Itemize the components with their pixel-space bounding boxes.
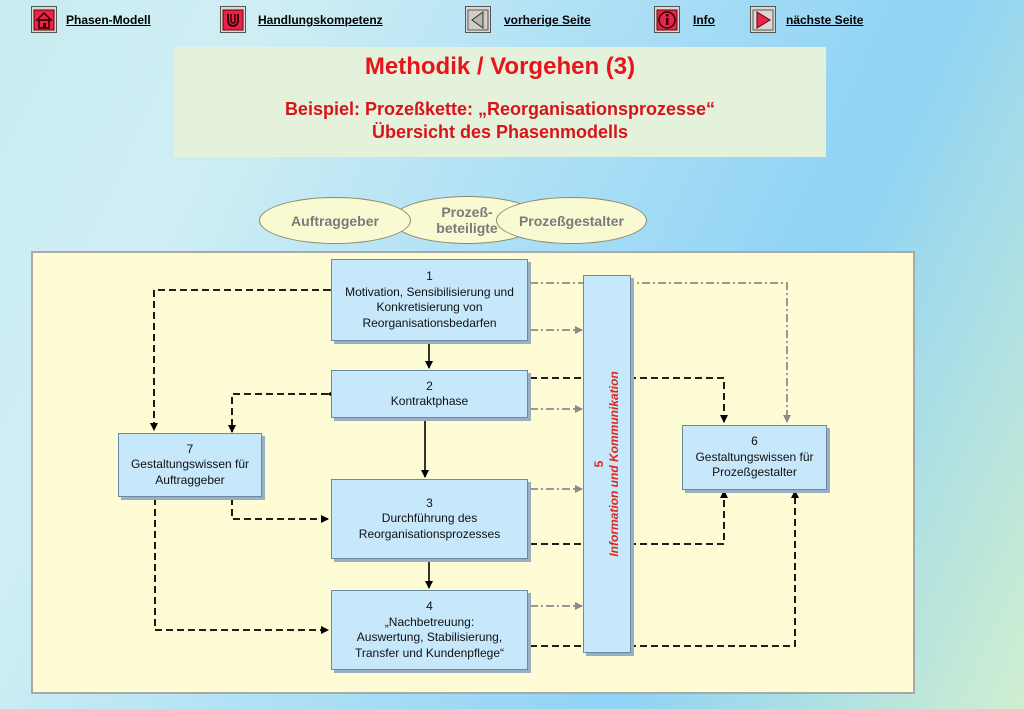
previous-arrow-icon[interactable] [465,6,491,33]
info-link[interactable]: Info [693,13,715,27]
page-title: Methodik / Vorgehen (3) [364,53,636,80]
phase-5-title: Information und Kommunikation [607,371,621,557]
phase-box-3: 3 Durchführung des Reorganisationsprozes… [331,479,528,559]
role-prozessbeteiligte-line1: Prozeß- [441,204,493,220]
phase-1-line2: Konkretisierung von [376,300,483,314]
phase-6-number: 6 [751,434,758,449]
role-prozessgestalter-label: Prozeßgestalter [518,212,625,229]
subtitle-line-1: Beispiel: Prozeßkette: „Reorganisationsp… [284,99,716,119]
phase-7-number: 7 [186,441,194,456]
phasen-modell-link[interactable]: Phasen-Modell [66,13,151,27]
handlungskompetenz-link[interactable]: Handlungskompetenz [258,13,383,27]
phase-box-6: 6 Gestaltungswissen für Prozeßgestalter [682,425,827,490]
next-arrow-icon[interactable] [750,6,776,33]
phase-6-line2: Prozeßgestalter [712,465,797,480]
role-auftraggeber: Auftraggeber [259,197,411,244]
phase-1-line3: Reorganisationsbedarfen [362,315,497,330]
phase-box-5: 5 Information und Kommunikation [583,275,631,653]
phase-3-number: 3 [426,495,433,510]
phase-4-line3: Transfer und Kundenpflege“ [355,645,504,660]
subtitle-line-2: Übersicht des Phasenmodells [371,122,629,142]
title-panel: Methodik / Vorgehen (3) Beispiel: Prozeß… [174,47,826,157]
page-subtitle: Beispiel: Prozeßkette: „Reorganisationsp… [174,98,826,144]
phase-5-number: 5 [592,460,606,468]
magnet-icon[interactable] [220,6,246,33]
naechste-seite-link[interactable]: nächste Seite [786,13,864,27]
home-icon[interactable] [31,6,57,33]
phase-5-label: 5 Information und Kommunikation [592,371,622,556]
phase-3-line1: Durchführung des [381,511,478,526]
info-icon[interactable] [654,6,680,33]
role-auftraggeber-label: Auftraggeber [291,212,379,229]
phase-1-number: 1 [426,269,433,283]
role-prozessbeteiligte-line2: beteiligte [436,220,498,236]
navigation-bar: Phasen-Modell Handlungskompetenz vorheri… [0,0,1024,40]
vorherige-seite-link[interactable]: vorherige Seite [504,13,591,27]
phase-box-7: 7 Gestaltungswissen für Auftraggeber [118,433,262,497]
phase-7-line1: Gestaltungswissen für [130,457,250,472]
phase-box-4: 4 „Nachbetreuung: Auswertung, Stabilisie… [331,590,528,670]
phase-2-number: 2 [426,378,433,393]
phase-4-number: 4 [426,599,433,613]
phase-7-line2: Auftraggeber [155,472,225,487]
phase-4-line2: Auswertung, Stabilisierung, [356,630,503,644]
role-prozessgestalter: Prozeßgestalter [496,197,647,244]
phase-4-line1: „Nachbetreuung: [384,614,475,629]
phase-1-line1: Motivation, Sensibilisierung und [345,284,514,299]
phase-6-line1: Gestaltungswissen für [695,449,814,464]
phase-2-line1: Kontraktphase [390,394,469,408]
phase-box-1: 1 Motivation, Sensibilisierung und Konkr… [331,259,528,341]
phase-box-2: 2 Kontraktphase [331,370,528,418]
phase-3-line2: Reorganisationsprozesses [358,526,501,541]
